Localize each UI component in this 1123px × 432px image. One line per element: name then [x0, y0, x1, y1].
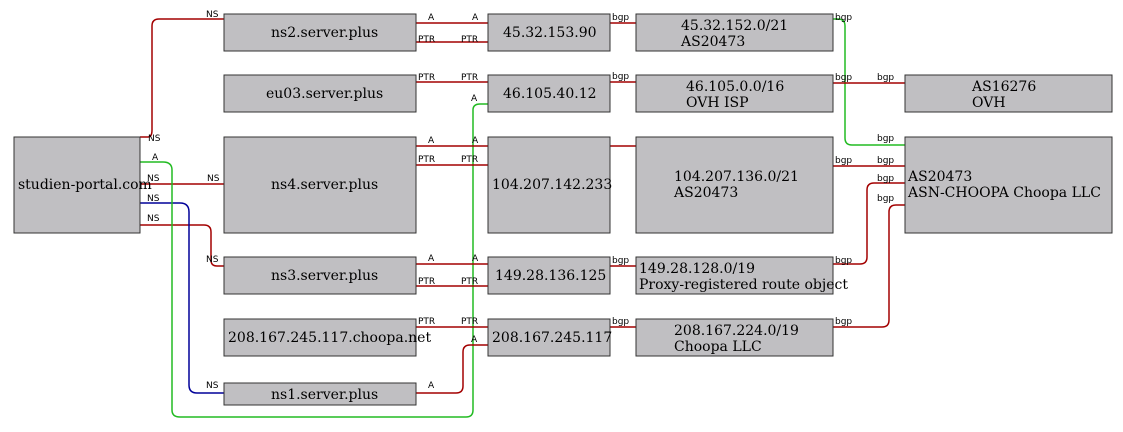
node-label: 208.167.245.117.choopa.net	[228, 330, 431, 346]
label-ptr: PTR	[418, 155, 435, 165]
label-ptr: PTR	[461, 277, 478, 287]
label-ptr: PTR	[461, 73, 478, 83]
label-ptr: PTR	[418, 317, 435, 327]
edge-net149-as20473	[833, 182, 905, 265]
node-label-2: OVH ISP	[686, 95, 749, 111]
label-bgp: bgp	[877, 134, 894, 144]
label-bgp: bgp	[835, 13, 852, 23]
node-label: 149.28.136.125	[495, 268, 606, 284]
node-label: eu03.server.plus	[266, 86, 383, 102]
label-ns: NS	[206, 255, 219, 265]
edge-domain-ip46	[140, 103, 488, 418]
node-label-2: Choopa LLC	[674, 339, 762, 355]
node-label: ns4.server.plus	[271, 177, 378, 193]
node-label: AS20473	[907, 169, 972, 185]
node-label: 46.105.0.0/16	[686, 79, 784, 95]
label-bgp: bgp	[612, 13, 629, 23]
node-label: 104.207.136.0/21	[674, 169, 799, 185]
node-choopa-host[interactable]: 208.167.245.117.choopa.net	[223, 318, 431, 357]
label-a: A	[428, 136, 435, 146]
node-ip-149-28-136-125[interactable]: 149.28.136.125	[487, 256, 611, 295]
node-label: 208.167.224.0/19	[674, 323, 799, 339]
node-label: studien-portal.com	[18, 177, 152, 193]
edge-labels: NS NS A NS NS NS NS NS NS A A PTR PTR PT…	[147, 10, 894, 391]
node-label: ns1.server.plus	[271, 387, 378, 403]
edge-domain-ns2	[140, 18, 224, 138]
label-a: A	[471, 94, 478, 104]
label-a: A	[472, 13, 479, 23]
label-ns: NS	[147, 174, 160, 184]
label-bgp: bgp	[612, 317, 629, 327]
label-a: A	[471, 335, 478, 345]
label-ptr: PTR	[461, 317, 478, 327]
node-as16276[interactable]: AS16276 OVH	[904, 74, 1113, 113]
node-net-46-105-0-0[interactable]: 46.105.0.0/16 OVH ISP	[635, 74, 834, 113]
node-studien-portal[interactable]: studien-portal.com	[13, 136, 152, 234]
node-ns1[interactable]: ns1.server.plus	[223, 382, 417, 406]
edges	[140, 18, 905, 418]
label-bgp: bgp	[612, 72, 629, 82]
label-a: A	[428, 13, 435, 23]
node-net-45-32-152-0[interactable]: 45.32.152.0/21 AS20473	[635, 13, 834, 52]
node-label: 45.32.152.0/21	[681, 18, 788, 34]
node-ns4[interactable]: ns4.server.plus	[223, 136, 417, 234]
label-ns: NS	[147, 194, 160, 204]
node-label-2: OVH	[972, 95, 1006, 111]
node-label: 46.105.40.12	[503, 86, 597, 102]
label-bgp: bgp	[835, 156, 852, 166]
label-bgp: bgp	[835, 256, 852, 266]
label-bgp: bgp	[835, 317, 852, 327]
label-bgp: bgp	[835, 73, 852, 83]
node-label: 45.32.153.90	[503, 25, 597, 41]
label-ns: NS	[207, 174, 220, 184]
node-net-149-28-128-0[interactable]: 149.28.128.0/19 Proxy-registered route o…	[635, 256, 848, 295]
node-label-2: Proxy-registered route object	[639, 277, 848, 293]
node-ip-45-32-153-90[interactable]: 45.32.153.90	[487, 13, 611, 52]
node-eu03[interactable]: eu03.server.plus	[223, 74, 417, 113]
edge-net208-as20473	[833, 204, 905, 328]
node-label: ns2.server.plus	[271, 25, 378, 41]
label-bgp: bgp	[877, 73, 894, 83]
edge-net45-as20473	[833, 18, 905, 146]
edge-domain-ns1	[140, 202, 224, 394]
node-net-104-207-136-0[interactable]: 104.207.136.0/21 AS20473	[635, 136, 834, 234]
label-a: A	[472, 136, 479, 146]
node-ip-104-207-142-233[interactable]: 104.207.142.233	[487, 136, 612, 234]
edge-ns1-ip208-a	[416, 344, 488, 394]
node-ip-46-105-40-12[interactable]: 46.105.40.12	[487, 74, 611, 113]
label-ns: NS	[206, 10, 219, 20]
node-ns2[interactable]: ns2.server.plus	[223, 13, 417, 52]
label-bgp: bgp	[877, 194, 894, 204]
label-bgp: bgp	[877, 174, 894, 184]
edge-domain-ns3	[140, 224, 224, 267]
node-ns3[interactable]: ns3.server.plus	[223, 256, 417, 295]
label-ns: NS	[206, 381, 219, 391]
label-bgp: bgp	[877, 156, 894, 166]
label-a: A	[428, 381, 435, 391]
node-ip-208-167-245-117[interactable]: 208.167.245.117	[487, 318, 612, 357]
label-bgp: bgp	[612, 256, 629, 266]
label-ptr: PTR	[418, 277, 435, 287]
node-label: 208.167.245.117	[492, 330, 612, 346]
label-ptr: PTR	[418, 35, 435, 45]
label-ns: NS	[147, 214, 160, 224]
node-as20473[interactable]: AS20473 ASN-CHOOPA Choopa LLC	[904, 136, 1113, 234]
node-label-2: AS20473	[673, 185, 738, 201]
label-a: A	[472, 254, 479, 264]
node-label: ns3.server.plus	[271, 268, 378, 284]
node-label: 149.28.128.0/19	[639, 261, 755, 277]
node-label-2: AS20473	[680, 34, 745, 50]
label-a: A	[152, 153, 159, 163]
label-ptr: PTR	[461, 35, 478, 45]
label-ptr: PTR	[418, 73, 435, 83]
node-net-208-167-224-0[interactable]: 208.167.224.0/19 Choopa LLC	[635, 318, 834, 357]
label-ns: NS	[148, 134, 161, 144]
label-ptr: PTR	[461, 155, 478, 165]
node-label: 104.207.142.233	[492, 177, 612, 193]
node-label-2: ASN-CHOOPA Choopa LLC	[907, 185, 1101, 201]
node-label: AS16276	[971, 79, 1036, 95]
label-a: A	[428, 254, 435, 264]
